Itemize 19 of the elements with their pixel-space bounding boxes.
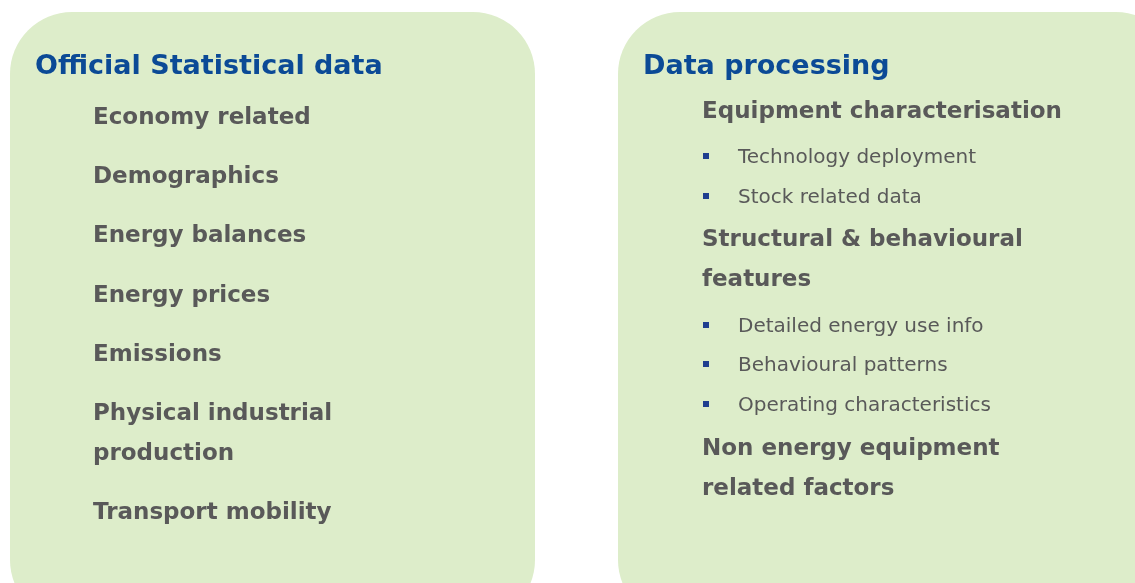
list-heading: Demographics [93, 161, 280, 190]
list-heading: Non energy equipment related factors [702, 433, 1001, 502]
list-item: Stock related data [738, 183, 922, 210]
list-heading: Structural & behavioural features [702, 224, 1024, 293]
rounded-panel [618, 12, 1135, 583]
rounded-panel [10, 12, 535, 583]
panel-title: Official Statistical data [35, 49, 383, 81]
list-heading: Energy balances [93, 220, 308, 249]
list-heading: Energy prices [93, 280, 272, 309]
list-heading: Emissions [93, 339, 223, 368]
list-item: Technology deployment [738, 143, 977, 170]
list-item: Detailed energy use info [738, 312, 984, 339]
list-heading: Economy related [93, 102, 312, 131]
list-item: Operating characteristics [738, 391, 991, 418]
list-heading: Equipment characterisation [702, 96, 1063, 125]
list-heading: Transport mobility [93, 497, 333, 526]
panel-title: Data processing [643, 49, 890, 81]
list-item: Behavioural patterns [738, 351, 948, 378]
list-heading: Physical industrial production [93, 398, 334, 467]
